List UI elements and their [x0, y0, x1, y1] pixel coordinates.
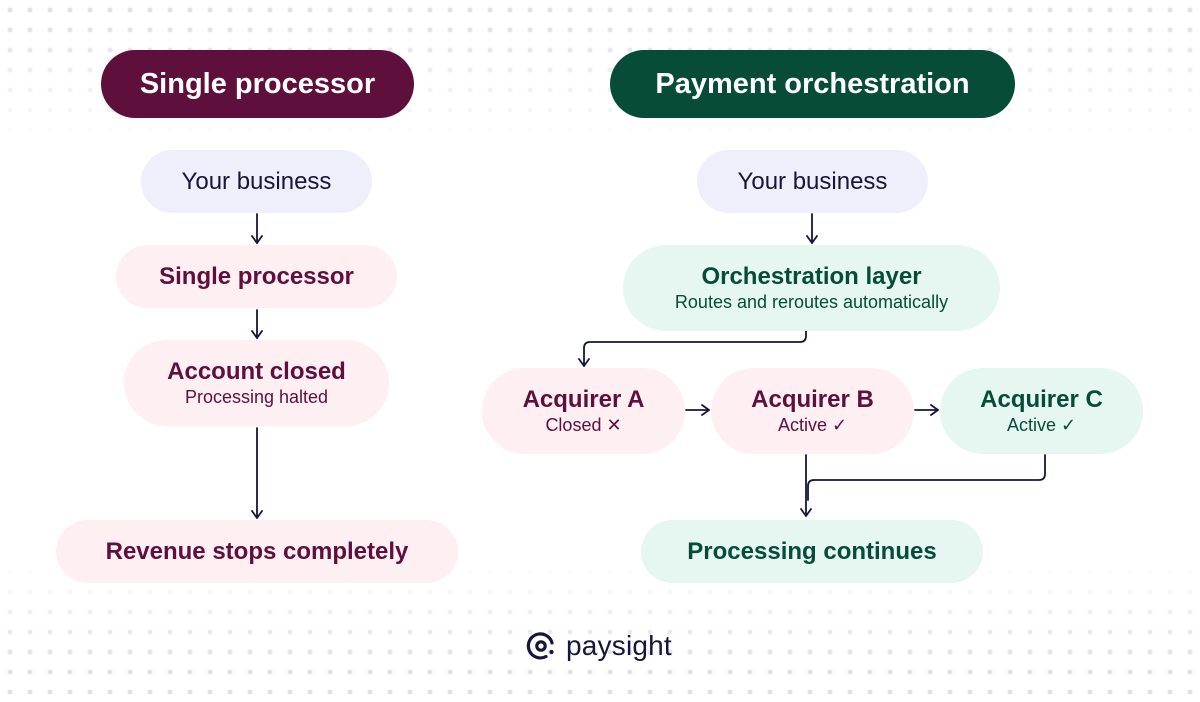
account-closed-title: Account closed: [167, 358, 346, 385]
processing-continues-label: Processing continues: [687, 537, 937, 565]
single-processor-header: Single processor: [101, 50, 414, 118]
acquirer-a-status: Closed ✕: [545, 415, 622, 435]
single-processor-label: Single processor: [159, 262, 354, 290]
orchestration-layer-subtitle: Routes and reroutes automatically: [674, 292, 949, 312]
orchestration-layer-node: Orchestration layer Routes and reroutes …: [623, 245, 1000, 331]
revenue-stops-node: Revenue stops completely: [56, 520, 458, 583]
acquirer-b-title: Acquirer B: [751, 386, 874, 413]
processing-continues-node: Processing continues: [641, 520, 983, 583]
payment-orchestration-header: Payment orchestration: [610, 50, 1015, 118]
right-your-business-node: Your business: [697, 150, 928, 213]
arrow-layer-to-acquirer-a: [578, 330, 807, 367]
right-your-business-label: Your business: [737, 167, 888, 195]
acquirer-c-node: Acquirer C Active ✓: [940, 368, 1143, 454]
account-closed-subtitle: Processing halted: [184, 387, 329, 407]
acquirer-a-node: Acquirer A Closed ✕: [482, 368, 685, 454]
single-processor-node: Single processor: [116, 245, 397, 308]
left-your-business-node: Your business: [141, 150, 372, 213]
paysight-wordmark: paysight: [566, 630, 672, 661]
paysight-logo-icon: [526, 632, 554, 660]
acquirer-b-node: Acquirer B Active ✓: [711, 368, 914, 454]
orchestration-layer-title: Orchestration layer: [701, 263, 922, 290]
acquirer-a-title: Acquirer A: [522, 386, 645, 413]
payment-orchestration-header-label: Payment orchestration: [655, 67, 970, 100]
revenue-stops-label: Revenue stops completely: [105, 537, 409, 565]
acquirer-c-title: Acquirer C: [980, 386, 1103, 413]
paysight-logo: paysight: [524, 628, 672, 664]
acquirer-b-status: Active ✓: [777, 415, 848, 435]
acquirer-c-status: Active ✓: [1006, 415, 1077, 435]
single-processor-header-label: Single processor: [139, 67, 376, 100]
dot-pattern-bottom: [0, 562, 1200, 702]
left-your-business-label: Your business: [181, 167, 332, 195]
line-acquirer-c-to-outcome: [807, 454, 1046, 501]
account-closed-node: Account closed Processing halted: [124, 340, 389, 426]
